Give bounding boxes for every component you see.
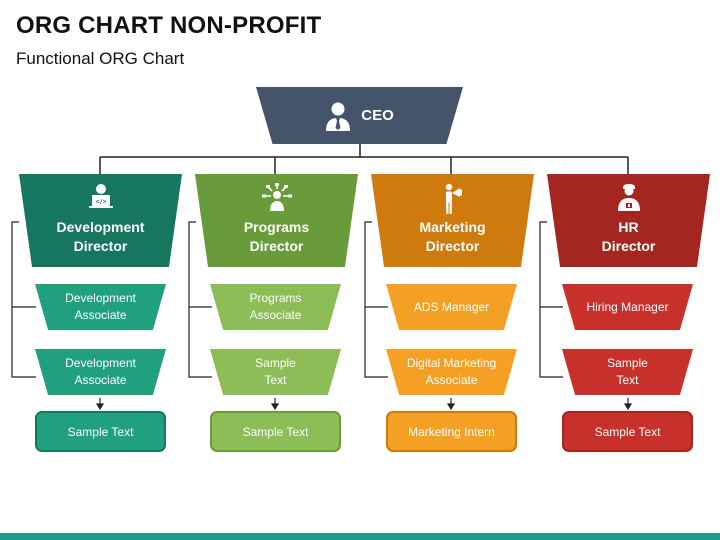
director-label-line1: Marketing <box>419 218 486 235</box>
programs-sub-box-2: Sample Text <box>210 349 341 395</box>
user-tie-icon <box>326 102 351 131</box>
hr-person-badge-icon <box>616 183 642 216</box>
sub-label-line1: Sample <box>607 356 648 370</box>
director-label-line2: Director <box>425 237 480 254</box>
development-director-box: </> Development Director <box>19 174 182 267</box>
director-label-line1: Programs <box>243 218 310 235</box>
network-people-icon <box>261 183 292 216</box>
marketing-bottom-box: Marketing Intern <box>386 411 517 452</box>
hr-sub-box-1: Hiring Manager <box>562 284 693 330</box>
programs-bottom-box: Sample Text <box>210 411 341 452</box>
director-label-line1: HR <box>618 218 639 235</box>
hr-sub-box-2: Sample Text <box>562 349 693 395</box>
sub-label-line2: Associate <box>425 373 478 387</box>
development-sub-box-1: Development Associate <box>35 284 166 330</box>
developer-laptop-icon: </> <box>88 183 113 214</box>
footer-accent-bar <box>0 533 720 540</box>
sub-label-line2: Text <box>616 373 639 387</box>
page-subtitle: Functional ORG Chart <box>16 49 185 68</box>
programs-side-bracket <box>188 221 212 378</box>
director-label-line1: Development <box>56 218 145 235</box>
director-label-line2: Director <box>249 237 304 254</box>
marketing-side-bracket <box>364 221 388 378</box>
hr-bottom-box: Sample Text <box>562 411 693 452</box>
dev-down-arrow <box>95 403 105 411</box>
development-bottom-box: Sample Text <box>35 411 166 452</box>
hr-director-box: HR Director <box>547 174 710 267</box>
megaphone-person-icon <box>441 183 465 220</box>
director-label-line2: Director <box>601 237 656 254</box>
sub-label-line2: Associate <box>249 308 302 322</box>
sub-label-line1: Digital Marketing <box>406 356 497 370</box>
marketing-director-box: Marketing Director <box>371 174 534 267</box>
ceo-label: CEO <box>361 107 394 124</box>
hr-side-bracket <box>539 221 563 378</box>
marketing-down-arrow <box>446 403 456 411</box>
sub-label-line2: Associate <box>74 308 127 322</box>
bottom-label: Sample Text <box>67 424 134 439</box>
bottom-label: Sample Text <box>242 424 309 439</box>
sub-label-line1: Programs <box>249 291 302 305</box>
svg-text:</>: </> <box>95 199 106 206</box>
bottom-label: Sample Text <box>594 424 661 439</box>
page-title: ORG CHART NON-PROFIT <box>16 12 322 39</box>
marketing-sub-box-2: Digital Marketing Associate <box>386 349 517 395</box>
sub-label-line1: Development <box>65 356 136 370</box>
programs-sub-box-1: Programs Associate <box>210 284 341 330</box>
sub-label-line1: Hiring Manager <box>586 299 669 314</box>
sub-label-line1: Development <box>65 291 136 305</box>
sub-label-line2: Associate <box>74 373 127 387</box>
programs-down-arrow <box>270 403 280 411</box>
programs-director-box: Programs Director <box>195 174 358 267</box>
dev-side-bracket <box>11 221 36 378</box>
sub-label-line2: Text <box>264 373 287 387</box>
ceo-box: CEO <box>256 87 463 144</box>
director-label-line2: Director <box>73 237 128 254</box>
sub-label-line1: Sample <box>255 356 296 370</box>
sub-label-line1: ADS Manager <box>413 299 490 314</box>
marketing-sub-box-1: ADS Manager <box>386 284 517 330</box>
bottom-label: Marketing Intern <box>408 424 495 439</box>
development-sub-box-2: Development Associate <box>35 349 166 395</box>
hr-down-arrow <box>623 403 633 411</box>
